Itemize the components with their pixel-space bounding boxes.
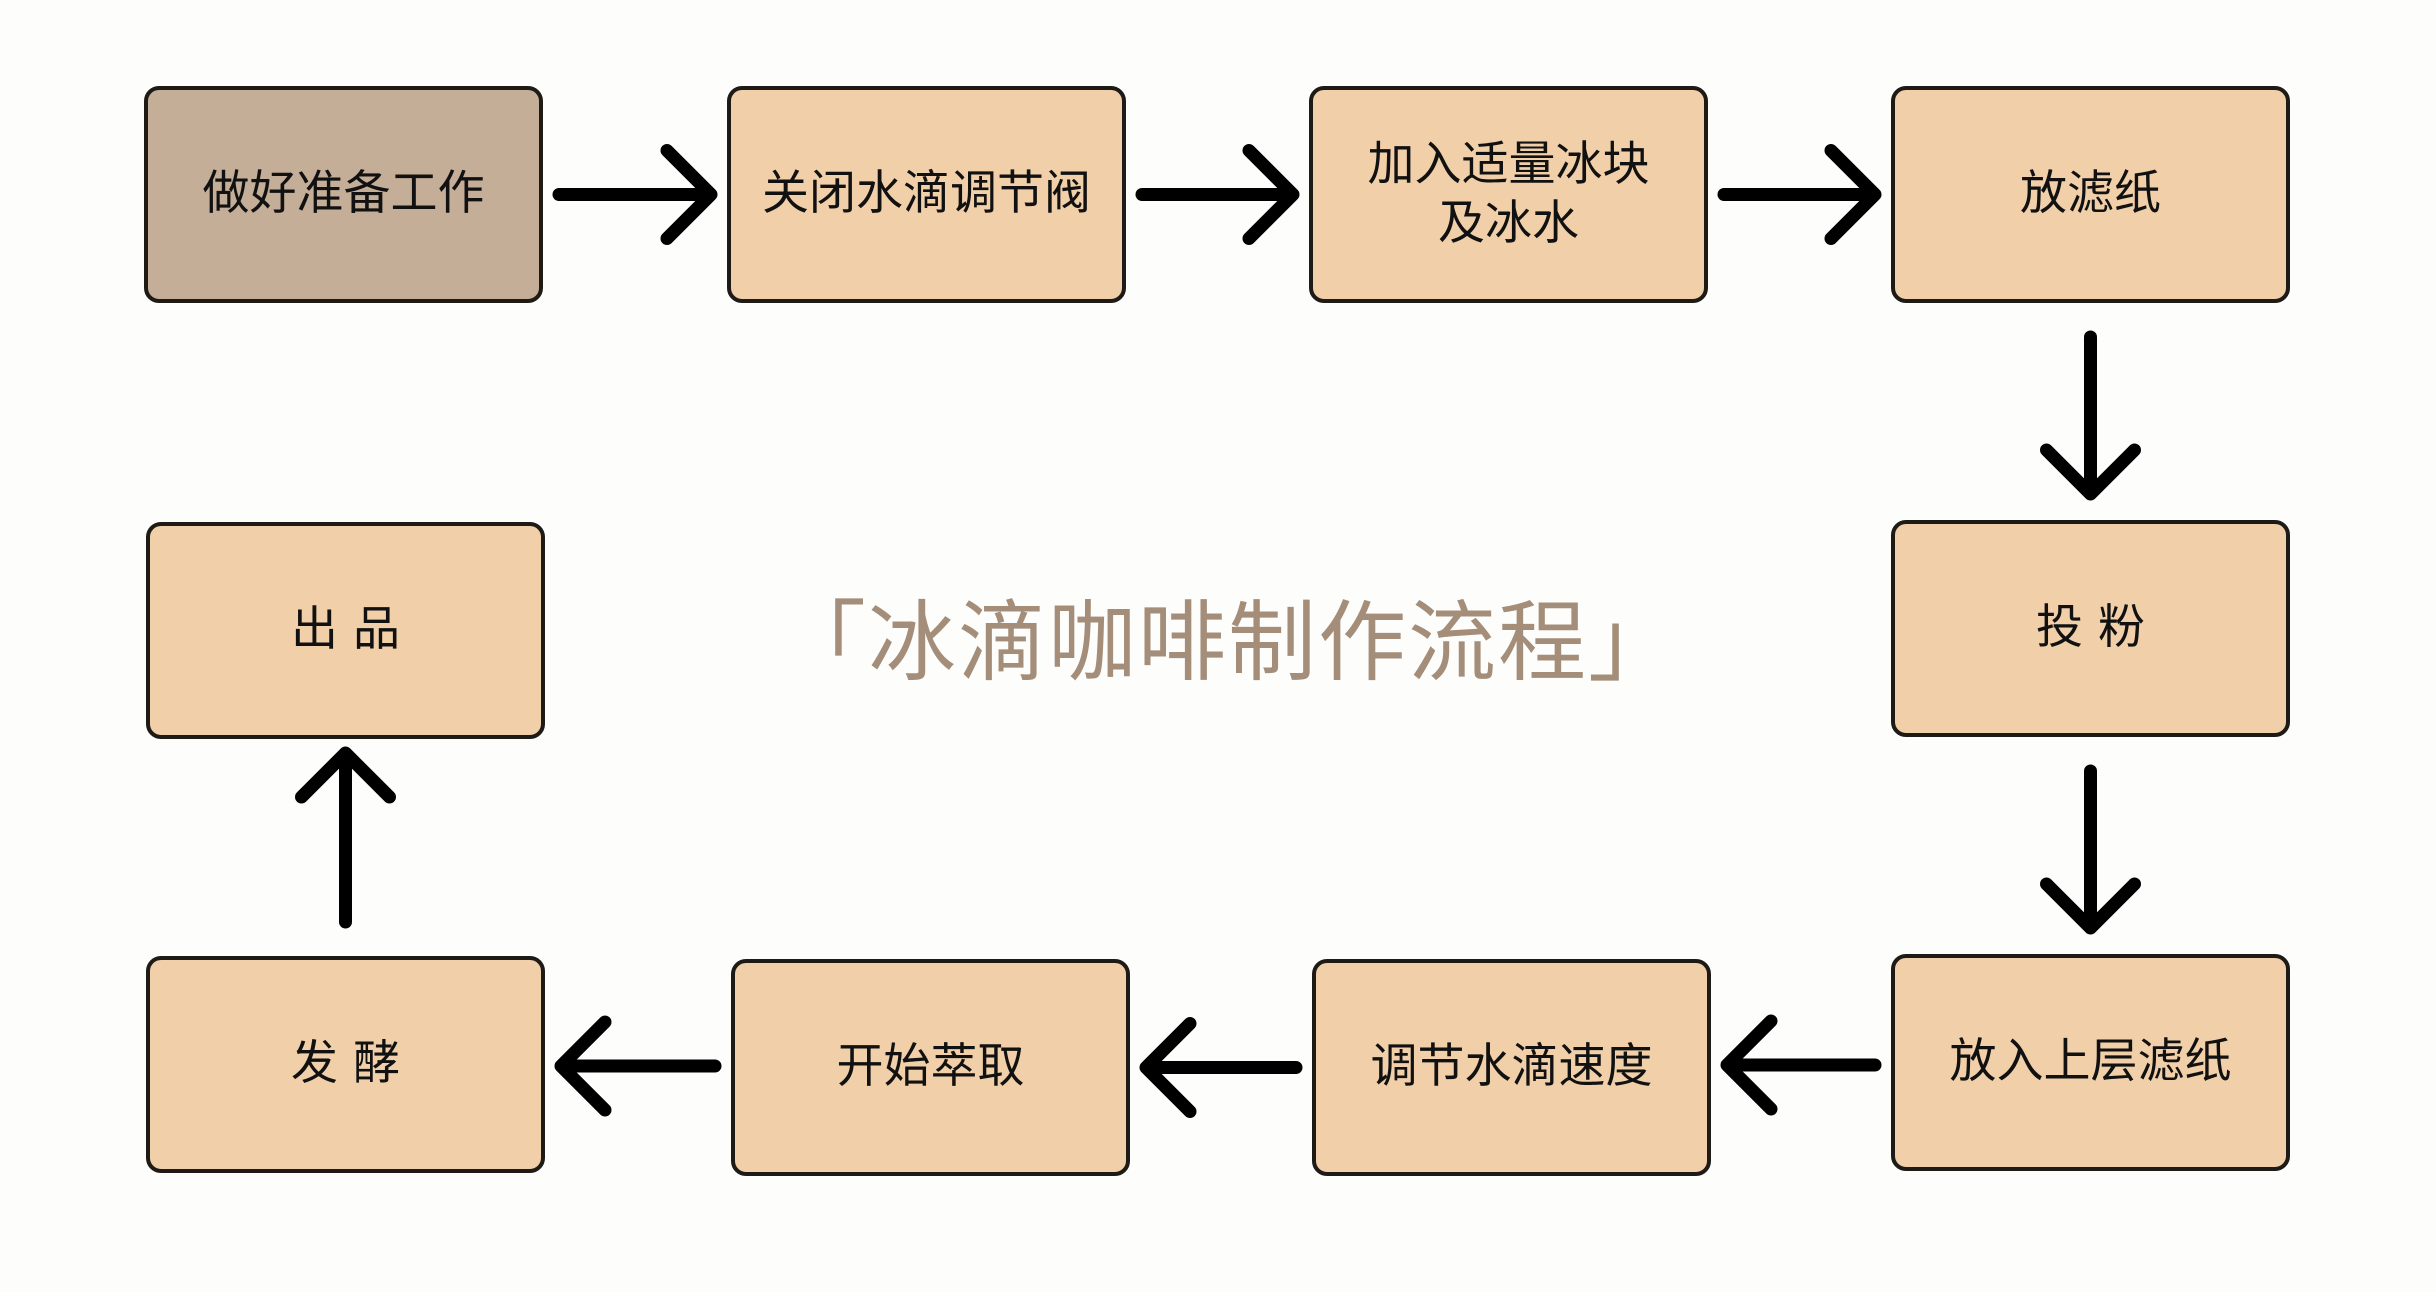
- step-add-ice: 加入适量冰块 及冰水: [1309, 86, 1708, 303]
- flow-arrow-prepare-to-close-valve: [552, 144, 718, 245]
- step-ferment: 发 酵: [146, 956, 545, 1173]
- diagram-title: 「冰滴咖啡制作流程」: [778, 590, 1679, 694]
- arrow-head: [660, 144, 718, 245]
- step-upper-filter: 放入上层滤纸: [1891, 954, 2290, 1171]
- arrow-head: [554, 1015, 612, 1117]
- step-filter-paper: 放滤纸: [1891, 86, 2290, 303]
- step-serve-label: 出 品: [291, 602, 400, 658]
- step-serve: 出 品: [146, 522, 545, 739]
- flow-arrow-add-ice-to-filter-paper: [1717, 144, 1882, 245]
- flow-arrow-upper-filter-to-adjust-drip: [1720, 1014, 1882, 1116]
- flow-arrow-start-extract-to-ferment: [554, 1015, 722, 1117]
- step-start-extract: 开始萃取: [731, 959, 1130, 1176]
- flow-arrow-add-powder-to-upper-filter: [2040, 764, 2141, 935]
- step-upper-filter-label: 放入上层滤纸: [1949, 1034, 2232, 1090]
- step-adjust-drip-label: 调节水滴速度: [1370, 1039, 1653, 1095]
- step-add-powder: 投 粉: [1891, 520, 2290, 737]
- arrow-head: [1824, 144, 1882, 245]
- flow-arrow-filter-paper-to-add-powder: [2040, 330, 2141, 501]
- step-prepare: 做好准备工作: [144, 86, 543, 303]
- step-add-ice-label: 加入适量冰块 及冰水: [1367, 136, 1650, 251]
- step-ferment-label: 发 酵: [291, 1036, 400, 1092]
- step-add-powder-label: 投 粉: [2036, 600, 2145, 656]
- arrow-head: [1139, 1017, 1197, 1118]
- flow-arrow-ferment-to-serve: [295, 746, 396, 929]
- step-adjust-drip: 调节水滴速度: [1312, 959, 1711, 1176]
- arrow-head: [2040, 443, 2141, 501]
- arrow-head: [295, 746, 396, 804]
- step-filter-paper-label: 放滤纸: [2020, 166, 2161, 222]
- step-start-extract-label: 开始萃取: [836, 1039, 1025, 1095]
- arrow-head: [1242, 144, 1300, 245]
- flow-arrow-close-valve-to-add-ice: [1135, 144, 1300, 245]
- step-close-valve: 关闭水滴调节阀: [727, 86, 1126, 303]
- arrow-head: [1720, 1014, 1778, 1116]
- step-close-valve-label: 关闭水滴调节阀: [762, 166, 1091, 222]
- flow-arrow-adjust-drip-to-start-extract: [1139, 1017, 1303, 1118]
- arrow-head: [2040, 877, 2141, 935]
- step-prepare-label: 做好准备工作: [202, 166, 485, 222]
